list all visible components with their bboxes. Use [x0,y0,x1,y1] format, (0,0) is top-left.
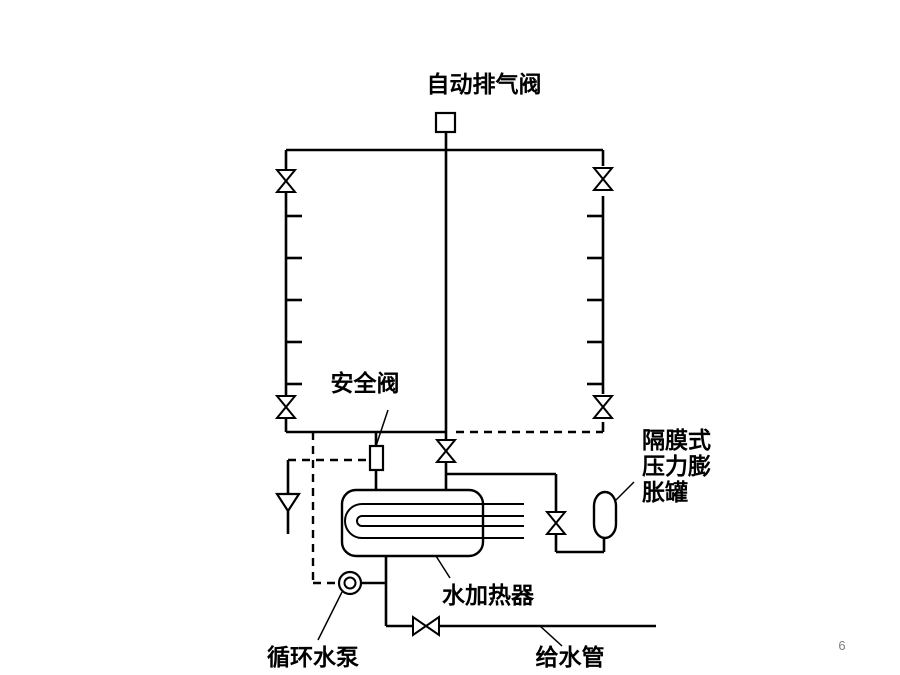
air-vent-valve [434,111,457,134]
circulation-pump-label: 循环水泵 [267,644,359,671]
safety-valve-leader [375,409,389,447]
air-vent-valve-label: 自动排气阀 [427,71,542,98]
expansion-tank-label-line1: 隔膜式 [642,428,711,454]
expansion-tank-label-line2: 压力膨 [642,454,711,480]
supply-pipe-label: 给水管 [536,644,605,671]
expansion-tank-leader [615,481,635,501]
safety-valve [368,444,385,472]
gate-valve-riser [434,439,458,463]
water-heater-leader [435,555,451,579]
diaphragm-expansion-tank [592,490,618,540]
water-heater [340,488,524,558]
gate-valve-right-top [591,167,615,191]
dashed-return-lines [288,430,603,585]
circulation-pump-icon [337,570,363,596]
circulation-pump-leader [317,591,343,641]
gate-valve-right-bottom [591,395,615,419]
drain-funnel-icon [274,492,302,514]
gate-valve-left-top [274,169,298,193]
expansion-tank-label-line3: 胀罐 [642,479,688,506]
gate-valve-supply [412,615,440,637]
gate-valve-left-bottom [274,395,298,419]
page-number: 6 [838,638,845,653]
water-heater-label: 水加热器 [442,583,535,609]
fixture-ticks [286,214,603,386]
gate-valve-tank-branch [544,511,568,535]
supply-pipe-leader [539,625,563,647]
safety-valve-label: 安全阀 [331,370,400,397]
